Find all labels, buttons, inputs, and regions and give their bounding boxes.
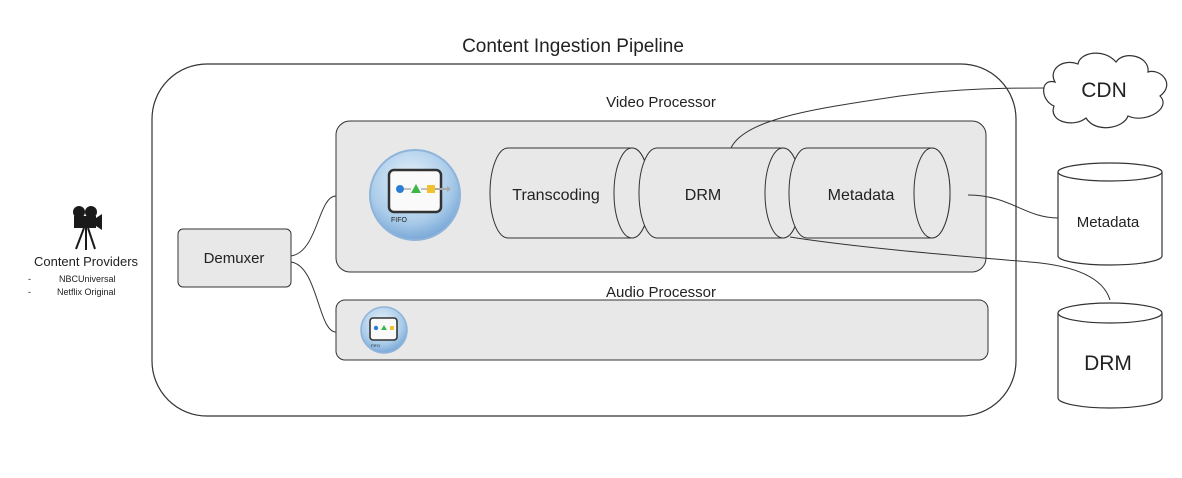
audio-processor-title: Audio Processor xyxy=(606,284,716,301)
cdn-cloud: CDN xyxy=(1043,52,1168,129)
audio-fifo-label: FIFO xyxy=(371,343,380,348)
drm-stage: DRM xyxy=(638,147,802,239)
drm-db-label: DRM xyxy=(1084,352,1132,375)
drm-to-drm-db-connector xyxy=(789,236,1111,301)
metadata-db-label: Metadata xyxy=(1077,214,1140,231)
drm-label: DRM xyxy=(685,187,721,204)
content-providers-title: Content Providers xyxy=(34,254,139,269)
cloud-icon xyxy=(1043,52,1168,129)
audio-processor-panel xyxy=(335,299,989,361)
metadata-label: Metadata xyxy=(828,187,895,204)
database-cylinder-icon xyxy=(1057,172,1163,266)
demuxer-to-audio-connector xyxy=(290,261,337,333)
demuxer-box xyxy=(177,228,292,288)
video-processor-title: Video Processor xyxy=(606,94,716,111)
content-provider-item: - Netflix Original xyxy=(28,287,116,297)
provider-name: Netflix Original xyxy=(57,287,116,297)
cdn-label: CDN xyxy=(1081,79,1127,102)
provider-name: NBCUniversal xyxy=(59,274,116,284)
database-cylinder-icon xyxy=(1057,313,1163,409)
svg-text:-: - xyxy=(28,274,31,284)
fifo-label: FIFO xyxy=(391,217,407,224)
metadata-stage: Metadata xyxy=(788,147,951,239)
drm-to-cdn-connector xyxy=(730,87,1047,149)
audio-fifo-queue-icon: FIFO xyxy=(360,306,408,354)
transcoding-label: Transcoding xyxy=(512,187,599,204)
pipeline-title: Content Ingestion Pipeline xyxy=(462,36,684,57)
demuxer-label: Demuxer xyxy=(204,250,265,267)
svg-text:-: - xyxy=(28,287,31,297)
demuxer-to-video-connector xyxy=(290,195,337,257)
metadata-database: Metadata xyxy=(1057,162,1163,266)
drm-database: DRM xyxy=(1057,302,1163,409)
movie-camera-icon xyxy=(73,206,102,250)
fifo-queue-icon: FIFO xyxy=(369,149,461,241)
transcoding-stage: Transcoding xyxy=(489,147,651,239)
metadata-to-db-connector xyxy=(967,194,1059,219)
content-provider-item: - NBCUniversal xyxy=(28,274,116,284)
